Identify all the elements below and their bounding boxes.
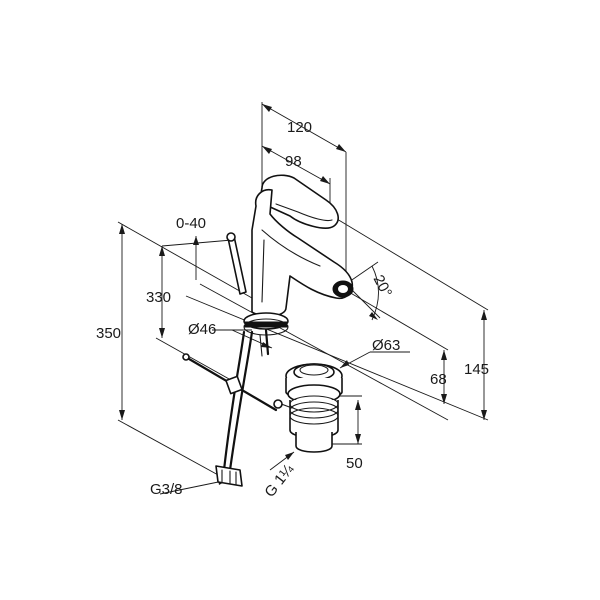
hoses bbox=[182, 330, 278, 487]
dim-330-label: 330 bbox=[146, 289, 171, 306]
dim-98-label: 98 bbox=[285, 153, 302, 170]
popup-rod bbox=[227, 235, 247, 295]
dim-d63-label: Ø63 bbox=[372, 337, 400, 354]
dim-145-label: 145 bbox=[464, 361, 489, 378]
dim-angle-label: 20° bbox=[370, 272, 396, 300]
faucet bbox=[226, 174, 354, 357]
popup-waste bbox=[273, 363, 343, 453]
dim-0-40-label: 0-40 bbox=[176, 215, 206, 232]
faucet-body bbox=[251, 188, 354, 318]
dim-68-label: 68 bbox=[430, 371, 447, 388]
dim-d46-label: Ø46 bbox=[188, 321, 216, 338]
dim-120-label: 120 bbox=[287, 119, 312, 136]
thread-g38-label: G3/8 bbox=[150, 481, 183, 498]
dimension-labels: 120 98 0-40 330 350 Ø46 Ø63 20° 68 145 5… bbox=[96, 119, 489, 501]
hose-connector bbox=[215, 465, 243, 487]
thread-g114-label: G 1¼ bbox=[261, 461, 297, 501]
dim-50-label: 50 bbox=[346, 455, 363, 472]
dim-350-label: 350 bbox=[96, 325, 121, 342]
